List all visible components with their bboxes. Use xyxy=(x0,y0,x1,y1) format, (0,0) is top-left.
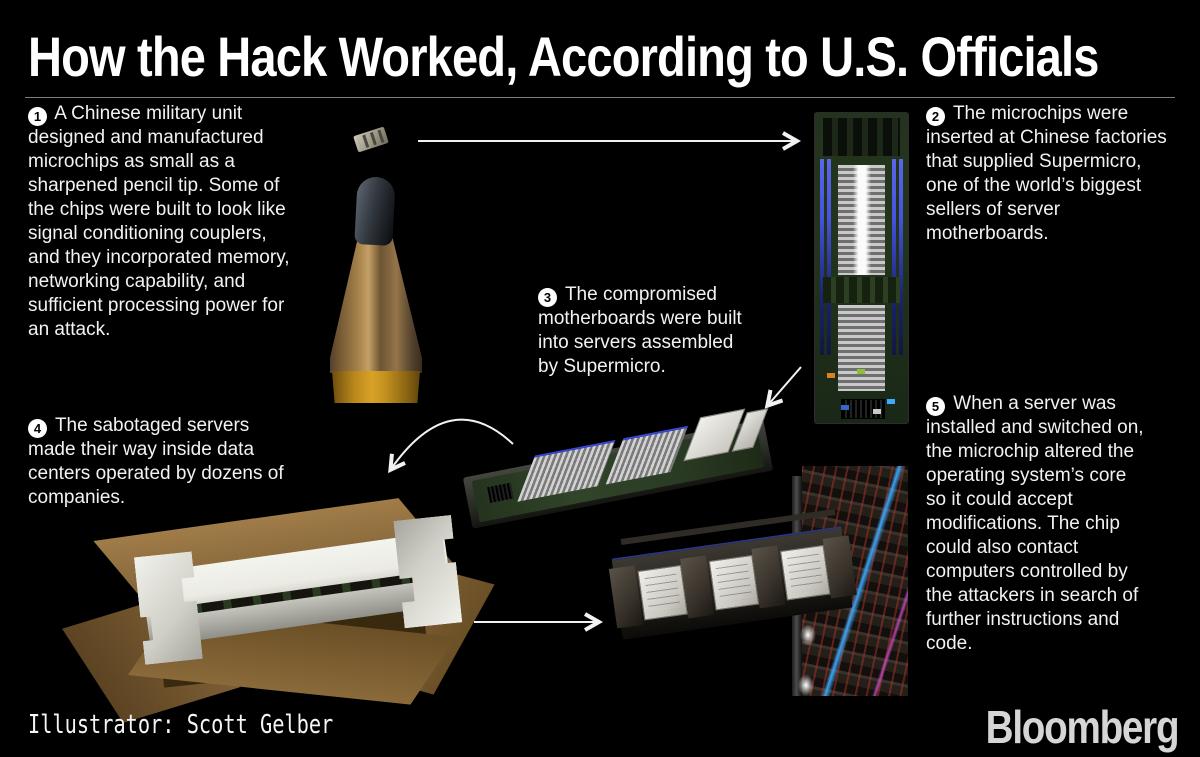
pencil-paint-band xyxy=(332,371,420,403)
title-divider xyxy=(25,97,1175,98)
step-5-badge: 5 xyxy=(926,397,945,416)
heatsink-lower xyxy=(838,305,885,391)
ram-slot-icon xyxy=(827,159,831,355)
step-3-badge: 3 xyxy=(538,288,557,307)
arrow-motherboard-to-server-icon xyxy=(764,366,802,409)
pencil-illustration xyxy=(330,176,422,403)
hard-drive-icon xyxy=(708,554,760,611)
motherboard-connectors xyxy=(827,373,835,378)
step-3: 3 The compromised motherboards were buil… xyxy=(538,283,758,379)
motherboard-top-components xyxy=(823,118,900,156)
step-4: 4 The sabotaged servers made their way i… xyxy=(28,414,284,510)
led-glow xyxy=(798,674,814,696)
foam-end-cap xyxy=(134,551,203,664)
illustrator-credit: Illustrator: Scott Gelber xyxy=(28,710,334,740)
step-4-text: The sabotaged servers made their way ins… xyxy=(28,415,284,508)
foam-server-slit xyxy=(171,572,421,617)
step-5-text: When a server was installed and switched… xyxy=(926,393,1144,654)
ram-slot-icon xyxy=(820,159,824,355)
step-3-text: The compromised motherboards were built … xyxy=(538,284,742,377)
page-title: How the Hack Worked, According to U.S. O… xyxy=(28,25,1099,88)
step-2-text: The microchips were inserted at Chinese … xyxy=(926,103,1167,244)
bloomberg-logo: Bloomberg xyxy=(985,701,1179,753)
hard-drive-icon xyxy=(637,564,688,621)
foam-end-cap xyxy=(393,515,462,628)
pencil-wood-cone xyxy=(330,223,422,373)
pencil-graphite-tip xyxy=(354,176,396,246)
step-5: 5 When a server was installed and switch… xyxy=(926,392,1150,656)
ram-slot-icon xyxy=(892,159,896,355)
step-1-badge: 1 xyxy=(28,107,47,126)
step-2-badge: 2 xyxy=(926,107,945,126)
hard-drive-icon xyxy=(780,544,831,601)
heatsink-upper xyxy=(838,165,885,275)
shipping-box-illustration xyxy=(62,498,495,723)
step-4-badge: 4 xyxy=(28,419,47,438)
step-1-text: A Chinese military unit designed and man… xyxy=(28,103,290,340)
server-rack-illustration xyxy=(608,466,908,696)
chipset-icon xyxy=(841,399,885,419)
motherboard-mid-components xyxy=(823,277,900,303)
led-glow xyxy=(800,624,816,646)
microchip-illustration xyxy=(353,126,389,153)
step-1: 1 A Chinese military unit designed and m… xyxy=(28,102,292,342)
step-2: 2 The microchips were inserted at Chines… xyxy=(926,102,1172,246)
ram-slot-icon xyxy=(899,159,903,355)
motherboard-illustration xyxy=(814,112,909,424)
